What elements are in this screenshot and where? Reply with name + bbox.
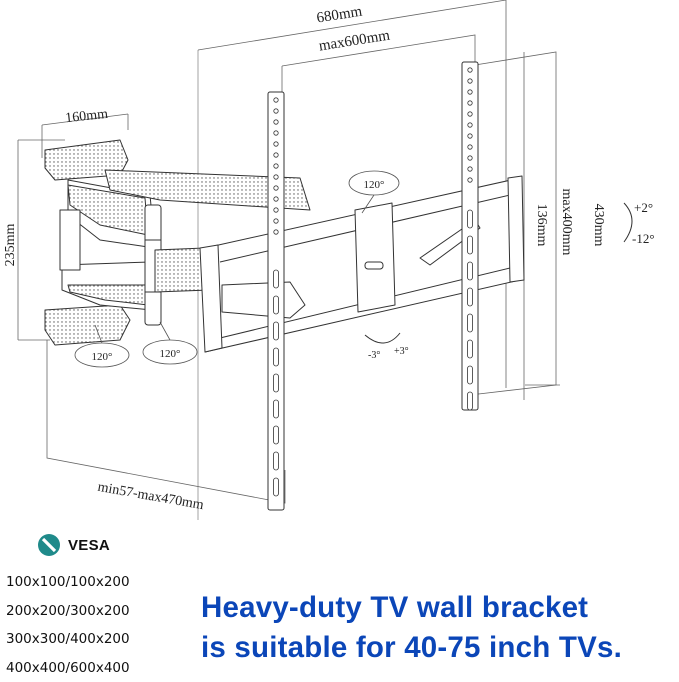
label-overall-height: 430mm [591, 204, 606, 247]
bracket-slot [468, 392, 473, 410]
label-vesa-max-height: max400mm [559, 189, 574, 256]
wall-plate [45, 140, 155, 345]
vesa-pattern-list: 100x100/100x200 200x200/300x200 300x300/… [6, 568, 130, 682]
bracket-hole [274, 98, 278, 102]
bracket-slot [274, 270, 279, 288]
bracket-hole [468, 167, 472, 171]
tv-mount-diagram: 680mm max600mm 160mm 235mm 136mm max400m… [0, 0, 679, 520]
bracket-hole [274, 175, 278, 179]
label-tilt-up: +2° [634, 200, 653, 215]
label-overall-width: 680mm [315, 4, 363, 27]
product-headline: Heavy-duty TV wall bracket is suitable f… [201, 588, 622, 668]
bracket-hole [468, 134, 472, 138]
vesa-header: VESA [38, 534, 110, 556]
bracket-hole [274, 131, 278, 135]
bracket-slot [468, 340, 473, 358]
bracket-hole [468, 101, 472, 105]
vesa-title: VESA [68, 537, 110, 554]
bracket-hole [274, 186, 278, 190]
bracket-hole [274, 219, 278, 223]
bracket-slot [468, 314, 473, 332]
label-arm-plate-height: 136mm [534, 204, 549, 247]
label-swivel-2: 120° [160, 348, 181, 360]
vesa-pattern-item: 300x300/400x200 [6, 625, 130, 654]
bracket-hole [468, 90, 472, 94]
label-level-minus: -3° [368, 350, 380, 361]
vesa-pattern-item: 100x100/100x200 [6, 568, 130, 597]
bracket-slot [274, 348, 279, 366]
headline-line-1: Heavy-duty TV wall bracket [201, 588, 622, 628]
vesa-pattern-item: 400x400/600x400 [6, 654, 130, 682]
bracket-hole [468, 68, 472, 72]
level-arc [365, 333, 400, 343]
bracket-hole [274, 142, 278, 146]
bracket-hole [274, 153, 278, 157]
bracket-slot [468, 210, 473, 228]
bracket-slot [274, 322, 279, 340]
bracket-hole [468, 112, 472, 116]
label-tilt-down: -12° [632, 231, 655, 246]
bracket-hole [274, 109, 278, 113]
bracket-slot [274, 478, 279, 496]
bracket-hole [468, 178, 472, 182]
bracket-slot [468, 288, 473, 306]
label-swivel-3: 120° [364, 179, 385, 191]
headline-line-2: is suitable for 40-75 inch TVs. [201, 628, 622, 668]
bracket-hole [274, 120, 278, 124]
bracket-hole [274, 197, 278, 201]
label-swivel-1: 120° [92, 351, 113, 363]
bracket-hole [274, 164, 278, 168]
bracket-slot [468, 236, 473, 254]
label-level-plus: +3° [394, 346, 409, 357]
label-wall-plate-width: 160mm [65, 107, 109, 126]
bracket-hole [274, 208, 278, 212]
bracket-slot [468, 366, 473, 384]
bracket-slot [274, 296, 279, 314]
bracket-hole [468, 156, 472, 160]
bracket-hole [274, 230, 278, 234]
no-slash-circle-icon [38, 534, 60, 556]
tilt-arc [624, 203, 632, 242]
bracket-slot [468, 262, 473, 280]
bracket-hole [468, 123, 472, 127]
label-wall-plate-height: 235mm [3, 224, 18, 267]
bracket-slot [274, 452, 279, 470]
vesa-pattern-item: 200x200/300x200 [6, 597, 130, 626]
bracket-slot [274, 374, 279, 392]
bracket-slot [274, 426, 279, 444]
bracket-slot [274, 400, 279, 418]
bracket-hole [468, 79, 472, 83]
bracket-hole [468, 145, 472, 149]
